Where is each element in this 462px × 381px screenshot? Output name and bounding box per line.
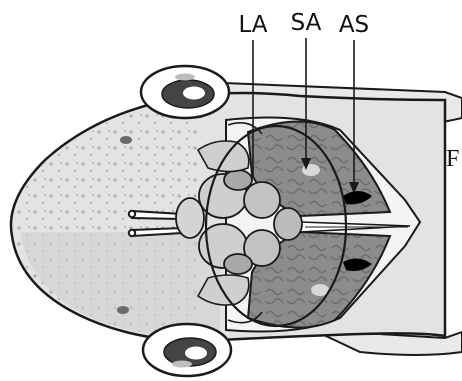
cropped-label: F	[446, 146, 459, 172]
eye-top	[141, 66, 229, 118]
head-spot	[117, 306, 129, 314]
eye-bottom	[143, 324, 231, 376]
label-as: AS	[339, 12, 369, 38]
label-la: LA	[238, 12, 267, 38]
head-spot	[120, 136, 132, 144]
label-sa: SA	[291, 10, 322, 36]
